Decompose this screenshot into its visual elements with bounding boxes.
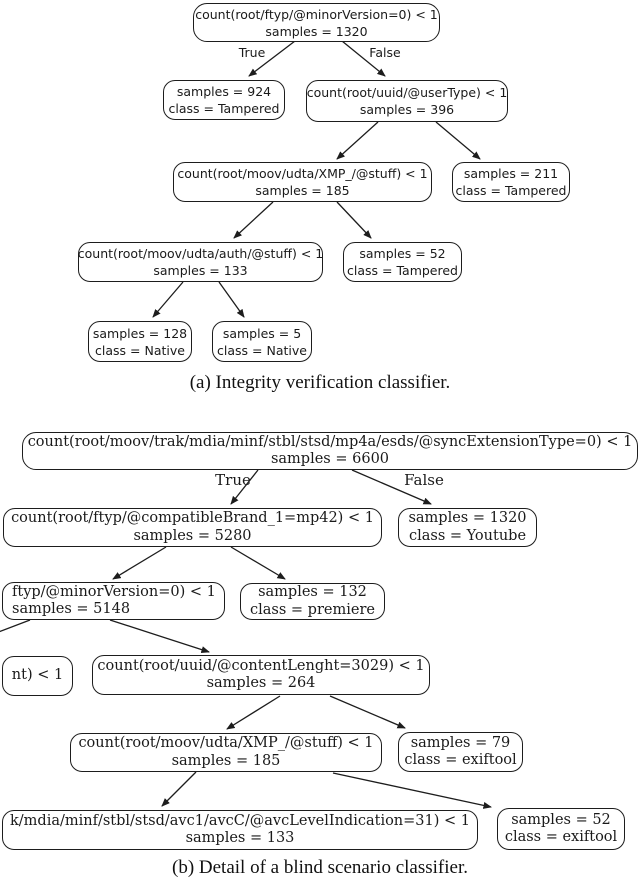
- tree-b-node-compatiblebrand: count(root/ftyp/@compatibleBrand_1=mp42)…: [3, 508, 382, 547]
- edge-a-usertype-right: [435, 121, 481, 160]
- tree-b-node-exiftool-79: samples = 79 class = exiftool: [398, 732, 523, 772]
- tree-a-node-native-128: samples = 128 class = Native: [88, 321, 192, 362]
- node-samples: samples = 6600: [270, 451, 390, 467]
- tree-b-node-contentlenght: count(root/uuid/@contentLenght=3029) < 1…: [92, 655, 430, 695]
- node-samples: samples = 52: [359, 246, 446, 261]
- node-class: class = exiftool: [404, 752, 517, 768]
- node-condition: count(root/ftyp/@compatibleBrand_1=mp42)…: [11, 510, 374, 526]
- node-samples: samples = 79: [410, 734, 511, 751]
- tree-a-node-uuid-usertype: count(root/uuid/@userType) < 1 samples =…: [306, 80, 508, 122]
- tree-a-node-tampered-924: samples = 924 class = Tampered: [163, 80, 285, 120]
- node-condition: count(root/moov/udta/auth/@stuff) < 1: [77, 246, 324, 261]
- node-samples: samples = 133: [153, 263, 248, 278]
- node-class: class = Tampered: [455, 183, 567, 198]
- tree-b-node-exiftool-52: samples = 52 class = exiftool: [497, 808, 625, 850]
- node-class: class = Native: [95, 342, 185, 358]
- edge-label-false: False: [404, 471, 444, 489]
- node-samples: samples = 924: [176, 84, 272, 99]
- node-samples: samples = 52: [511, 811, 611, 828]
- edge-label-true: True: [238, 45, 266, 60]
- node-samples: samples = 396: [359, 102, 455, 117]
- tree-b-node-root: count(root/moov/trak/mdia/minf/stbl/stsd…: [22, 432, 638, 470]
- tree-b-node-xmp-stuff: count(root/moov/udta/XMP_/@stuff) < 1 sa…: [70, 733, 382, 772]
- node-class: class = Youtube: [408, 527, 527, 544]
- edge-label-false: False: [369, 45, 401, 60]
- tree-a-node-xmp-stuff: count(root/moov/udta/XMP_/@stuff) < 1 sa…: [173, 162, 432, 202]
- edge-b-minorversion-offscreen: [0, 619, 31, 633]
- edge-a-auth-left: [152, 281, 184, 318]
- node-samples: samples = 5148: [12, 601, 131, 617]
- edge-b-xmp-left: [161, 771, 197, 807]
- node-class: class = premiere: [250, 601, 375, 618]
- edge-a-usertype-left: [336, 121, 379, 160]
- node-condition: count(root/uuid/@userType) < 1: [306, 85, 508, 100]
- node-samples: samples = 132: [258, 584, 367, 600]
- caption-b: (b) Detail of a blind scenario classifie…: [172, 857, 468, 878]
- edge-a-xmp-left: [233, 201, 274, 239]
- node-samples: samples = 1320: [408, 510, 527, 526]
- tree-b-node-youtube-1320: samples = 1320 class = Youtube: [398, 508, 537, 547]
- node-class: class = Tampered: [168, 101, 280, 116]
- node-samples: samples = 5: [222, 325, 302, 341]
- node-class: class = Native: [217, 342, 307, 358]
- node-condition: ftyp/@minorVersion=0) < 1: [12, 583, 216, 600]
- tree-b-node-nt-clipped: nt) < 1: [2, 656, 73, 696]
- node-class: class = Tampered: [347, 263, 458, 278]
- tree-a-node-tampered-211: samples = 211 class = Tampered: [452, 162, 570, 202]
- edge-b-xmp-right: [332, 772, 492, 809]
- node-samples: samples = 185: [255, 183, 350, 198]
- edge-b-contentlenght-right: [329, 695, 406, 729]
- edge-b-contentlenght-left: [226, 695, 281, 730]
- node-samples: samples = 1320: [265, 23, 368, 39]
- node-samples: samples = 128: [92, 325, 188, 341]
- edge-b-brand-right: [230, 546, 286, 580]
- edge-label-true: True: [215, 471, 251, 489]
- node-samples: samples = 133: [185, 830, 295, 846]
- edge-a-xmp-right: [336, 201, 372, 239]
- node-samples: samples = 5280: [133, 527, 252, 544]
- edge-a-auth-right: [218, 281, 245, 318]
- tree-b-node-minorversion-clipped: ftyp/@minorVersion=0) < 1 samples = 5148: [2, 582, 225, 620]
- tree-a-node-auth-stuff: count(root/moov/udta/auth/@stuff) < 1 sa…: [78, 242, 323, 282]
- node-condition: count(root/uuid/@contentLenght=3029) < 1: [97, 657, 425, 674]
- node-samples: samples = 264: [206, 675, 316, 691]
- caption-a: (a) Integrity verification classifier.: [189, 372, 451, 393]
- node-condition: nt) < 1: [11, 667, 64, 684]
- node-condition: k/mdia/minf/stbl/stsd/avc1/avcC/@avcLeve…: [9, 812, 470, 829]
- node-condition: count(root/moov/trak/mdia/minf/stbl/stsd…: [27, 433, 633, 450]
- tree-b-node-avclevel-clipped: k/mdia/minf/stbl/stsd/avc1/avcC/@avcLeve…: [2, 810, 478, 850]
- tree-a-node-tampered-52: samples = 52 class = Tampered: [343, 242, 462, 282]
- tree-a-node-native-5: samples = 5 class = Native: [212, 321, 312, 362]
- edge-b-brand-left: [112, 546, 167, 580]
- node-condition: count(root/moov/udta/XMP_/@stuff) < 1: [177, 166, 428, 181]
- node-samples: samples = 185: [171, 752, 281, 769]
- node-condition: count(root/ftyp/@minorVersion=0) < 1: [195, 6, 438, 22]
- node-class: class = exiftool: [504, 829, 618, 845]
- tree-b-node-premiere-132: samples = 132 class = premiere: [240, 583, 385, 620]
- node-condition: count(root/moov/udta/XMP_/@stuff) < 1: [78, 735, 374, 751]
- edge-b-minorversion-right: [109, 619, 210, 653]
- tree-a-node-root: count(root/ftyp/@minorVersion=0) < 1 sam…: [193, 3, 440, 42]
- node-samples: samples = 211: [463, 166, 559, 181]
